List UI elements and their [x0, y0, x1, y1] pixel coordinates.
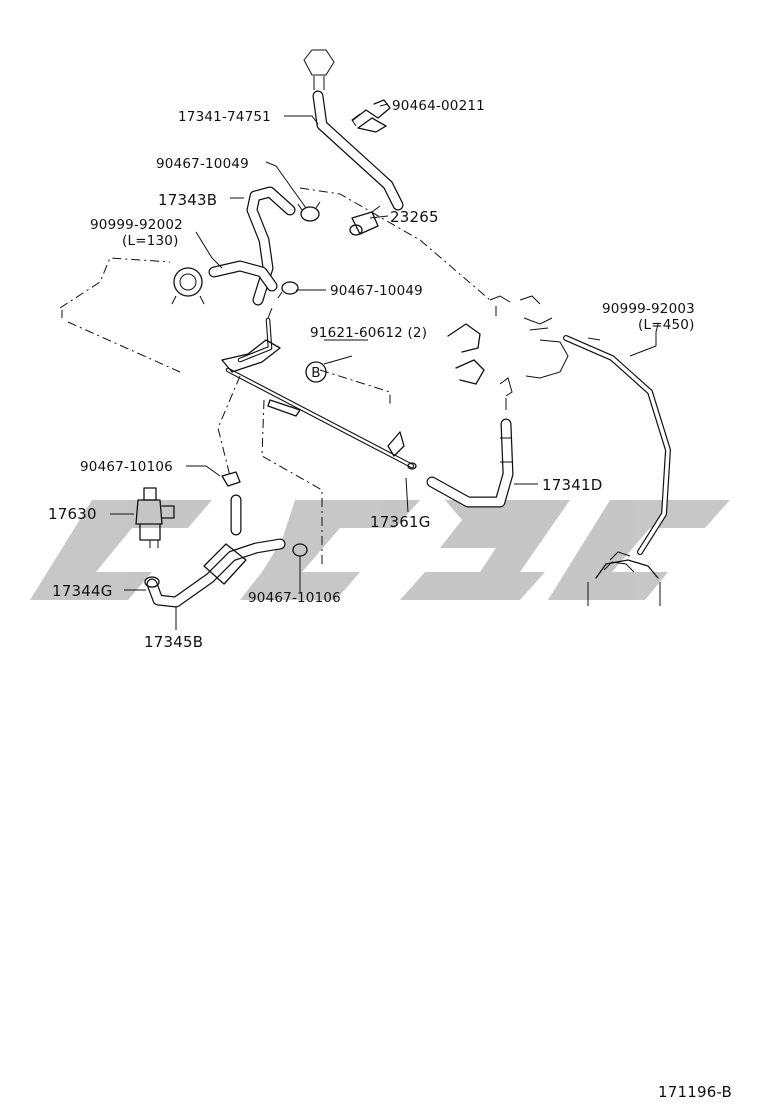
pipe-17361g[interactable] — [221, 307, 417, 470]
label-90467-10049-b: 90467-10049 — [330, 283, 423, 299]
watermark-shape-3 — [400, 500, 570, 600]
watermark-shape-2 — [240, 500, 420, 600]
hose-90999-92003[interactable] — [563, 335, 671, 555]
label-17630: 17630 — [48, 505, 97, 523]
label-91621-60612: 91621-60612 (2) — [310, 325, 427, 341]
label-17344g: 17344G — [52, 582, 113, 600]
charcoal-canister-top — [587, 551, 661, 606]
label-90464-00211: 90464-00211 — [392, 98, 485, 114]
label-17345b: 17345B — [144, 633, 203, 651]
manifold-outline — [59, 187, 491, 404]
label-90467-10106-b: 90467-10106 — [248, 590, 341, 606]
clamp-90467-10106-a[interactable] — [221, 471, 241, 487]
bracket-clip-90464-00211[interactable] — [351, 99, 391, 133]
label-17343b: 17343B — [158, 191, 217, 209]
leader-lines — [110, 103, 659, 630]
hose-90999-92002[interactable] — [208, 260, 278, 292]
guide-lines — [217, 375, 323, 568]
label-17341-74751: 17341-74751 — [178, 109, 271, 125]
watermark-shape-1 — [30, 500, 212, 600]
callout-labels: 90464-00211 17341-74751 90467-10049 1734… — [48, 98, 695, 651]
label-l450: (L=450) — [638, 317, 695, 333]
watermark-shape-4 — [548, 500, 730, 600]
top-cap-stem — [313, 76, 325, 90]
vsv-17630[interactable] — [135, 487, 175, 548]
hose-17341d[interactable] — [426, 418, 514, 508]
throttle-body-fittings — [447, 295, 569, 410]
label-90999-92003: 90999-92003 — [602, 301, 695, 317]
label-17361g: 17361G — [370, 513, 431, 531]
hose-17341-74751[interactable] — [303, 49, 404, 211]
label-90467-10049-a: 90467-10049 — [156, 156, 249, 172]
port-fitting-left — [171, 267, 205, 305]
label-90467-10106-a: 90467-10106 — [80, 459, 173, 475]
watermark-logo — [30, 500, 730, 600]
valve-23265[interactable] — [349, 205, 381, 236]
hose-17344g — [144, 576, 160, 588]
reference-marker-b: B — [305, 361, 327, 383]
hose-17343b[interactable] — [246, 186, 296, 306]
label-17341d: 17341D — [542, 476, 602, 494]
diagram-reference-id: 171196-B — [658, 1083, 732, 1101]
clamp-90467-10049-b[interactable] — [277, 281, 299, 299]
hose-17345b[interactable] — [146, 494, 286, 608]
top-cap-outline — [303, 49, 335, 76]
label-l130: (L=130) — [122, 233, 179, 249]
label-23265: 23265 — [390, 208, 439, 226]
marker-b-label: B — [311, 365, 320, 381]
clamp-90467-10049-a[interactable] — [297, 201, 321, 222]
label-90999-92002: 90999-92002 — [90, 217, 183, 233]
